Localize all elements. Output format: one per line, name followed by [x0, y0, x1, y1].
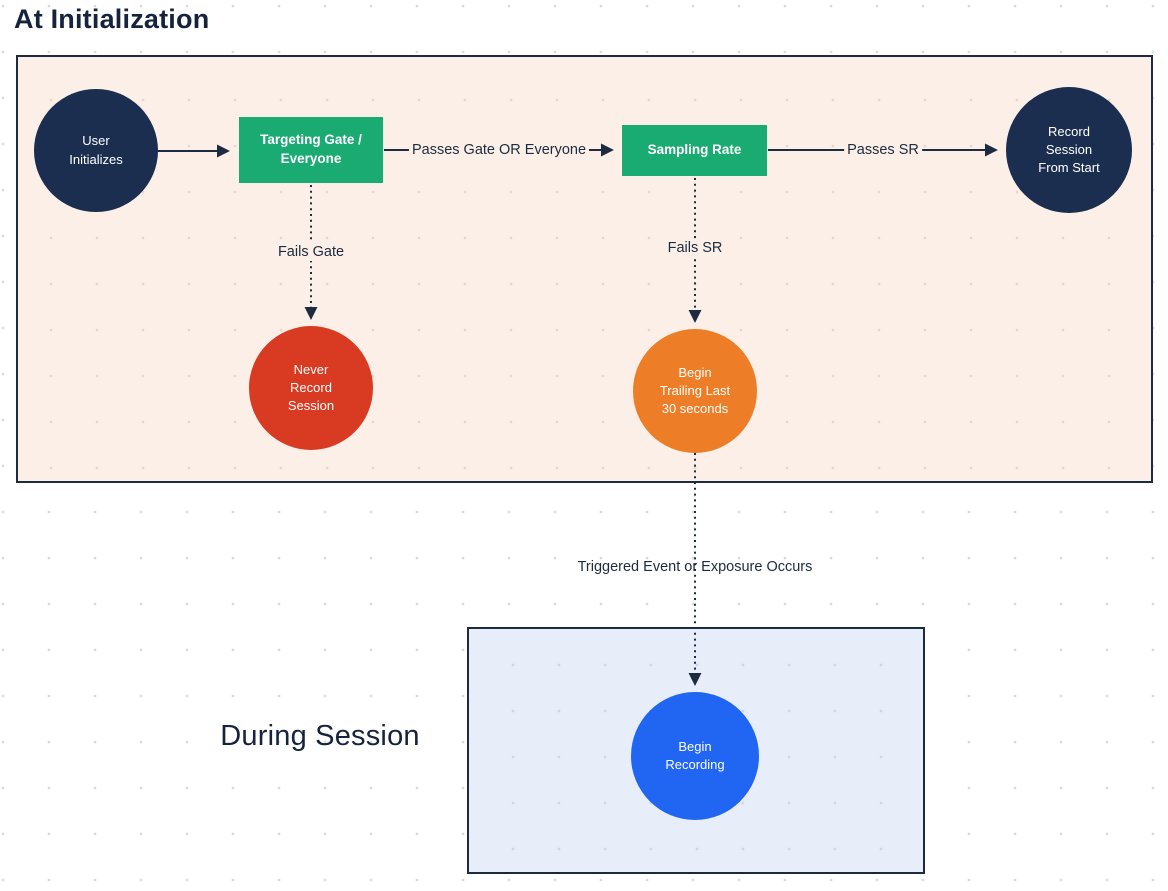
node-sampling-rate: Sampling Rate [622, 125, 767, 176]
node-begin-trailing-last-30-seconds: Begin Trailing Last 30 seconds [633, 329, 757, 453]
edge-label-passes-gate-or-everyone: Passes Gate OR Everyone [408, 141, 590, 159]
node-record-session-from-start: Record Session From Start [1006, 87, 1132, 213]
edge-label-passes-sr: Passes SR [844, 141, 922, 159]
edge-label-fails-gate: Fails Gate [274, 243, 348, 261]
at-initialization-section-box [16, 55, 1153, 483]
node-begin-recording: Begin Recording [631, 692, 759, 820]
node-never-record-session: Never Record Session [249, 326, 373, 450]
section-title-during-session: During Session [220, 720, 420, 752]
section-title-at-initialization: At Initialization [14, 4, 210, 34]
node-user-initializes: User Initializes [34, 89, 158, 212]
node-targeting-gate-everyone: Targeting Gate / Everyone [239, 117, 383, 183]
edge-label-triggered-event-or-exposure-occurs: Triggered Event or Exposure Occurs [577, 559, 813, 575]
edge-label-fails-sr: Fails SR [664, 239, 726, 257]
